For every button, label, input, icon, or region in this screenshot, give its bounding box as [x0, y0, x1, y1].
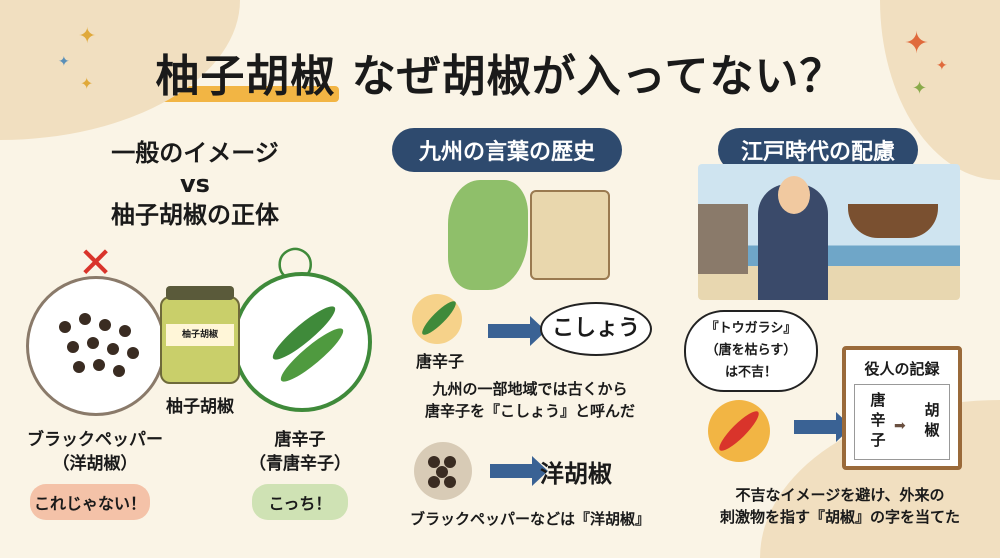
- heading-line1: 一般のイメージ: [111, 139, 279, 167]
- black-pepper-illustration: [26, 276, 166, 416]
- chili-icon-circle: [412, 294, 462, 344]
- pepper-sub: （洋胡椒）: [52, 454, 138, 474]
- edo-scene-illustration: [698, 164, 960, 300]
- chili-sub: （青唐辛子）: [249, 454, 351, 474]
- speech-bubble: こしょう: [540, 302, 652, 356]
- arrow-right-icon: [488, 316, 546, 346]
- sparkle-icon: ✦: [80, 74, 94, 93]
- pepper-caption: ブラックペッパー （洋胡椒）: [10, 428, 180, 476]
- yuzu-kosho-jar: 柚子胡椒: [160, 286, 240, 384]
- desc-line1: 不吉なイメージを避け、外来の: [735, 486, 945, 504]
- thought-line1: 『トウガラシ』: [705, 321, 797, 336]
- heading-vs: vs: [180, 170, 210, 198]
- desc-line2: 唐辛子を『こしょう』と呼んだ: [424, 402, 635, 420]
- thought-bubble: 『トウガラシ』 （唐を枯らす） は不吉！: [684, 310, 818, 392]
- sparkle-icon: ✦: [78, 24, 97, 49]
- green-chili-illustration: [232, 272, 372, 412]
- section-header-kyushu: 九州の言葉の歴史: [392, 128, 622, 172]
- red-chili-circle: [708, 400, 770, 462]
- sparkle-icon: ✦: [58, 54, 70, 70]
- arrow-right-icon: [490, 456, 548, 486]
- ship-icon: [848, 204, 938, 238]
- arrow-right-icon: [794, 412, 852, 442]
- scroll-illustration: [530, 190, 610, 280]
- pepper-icon-circle: [414, 442, 472, 500]
- desc-line2: 刺激物を指す『胡椒』の字を当てた: [719, 508, 960, 526]
- sparkle-icon: ✦: [936, 58, 948, 74]
- chili-name: 唐辛子: [274, 430, 326, 450]
- thought-line3: は不吉！: [724, 365, 777, 380]
- chili-caption: 唐辛子 （青唐辛子）: [220, 428, 380, 476]
- sparkle-icon: ✦: [904, 26, 930, 61]
- page-title: 柚子胡椒 なぜ胡椒が入ってない？: [0, 40, 1000, 104]
- record-from: 唐辛子: [870, 391, 886, 449]
- desc-line1: 九州の一部地域では古くから: [432, 380, 628, 398]
- title-highlight: 柚子胡椒: [151, 40, 340, 104]
- left-heading: 一般のイメージ vs 柚子胡椒の正体: [60, 138, 330, 231]
- heading-line2: 柚子胡椒の正体: [111, 201, 279, 229]
- record-to: 胡椒: [924, 401, 940, 439]
- chili-label: 唐辛子: [415, 352, 464, 371]
- right-tag: こっち！: [252, 484, 348, 520]
- jar-label: 柚子胡椒: [166, 324, 234, 346]
- wrong-tag: これじゃない！: [30, 484, 150, 520]
- pepper-name: ブラックペッパー: [27, 430, 163, 450]
- kyushu-map-illustration: [448, 180, 528, 290]
- arrow-icon: ➡: [894, 418, 906, 434]
- pepper-description: ブラックペッパーなどは『洋胡椒』: [409, 510, 650, 528]
- pepper-result: 洋胡椒: [540, 460, 612, 488]
- edo-description: 不吉なイメージを避け、外来の刺激物を指す『胡椒』の字を当てた: [680, 484, 1000, 528]
- record-title: 役人の記録: [864, 360, 940, 378]
- jar-caption: 柚子胡椒: [166, 397, 234, 417]
- thought-line2: （唐を枯らす）: [705, 343, 797, 358]
- kyushu-description: 九州の一部地域では古くから唐辛子を『こしょう』と呼んだ: [380, 378, 680, 422]
- title-rest: なぜ胡椒が入ってない？: [351, 51, 845, 102]
- official-record-book: 役人の記録 唐辛子 ➡ 胡椒: [842, 346, 962, 470]
- building: [698, 204, 748, 274]
- sparkle-icon: ✦: [912, 78, 928, 99]
